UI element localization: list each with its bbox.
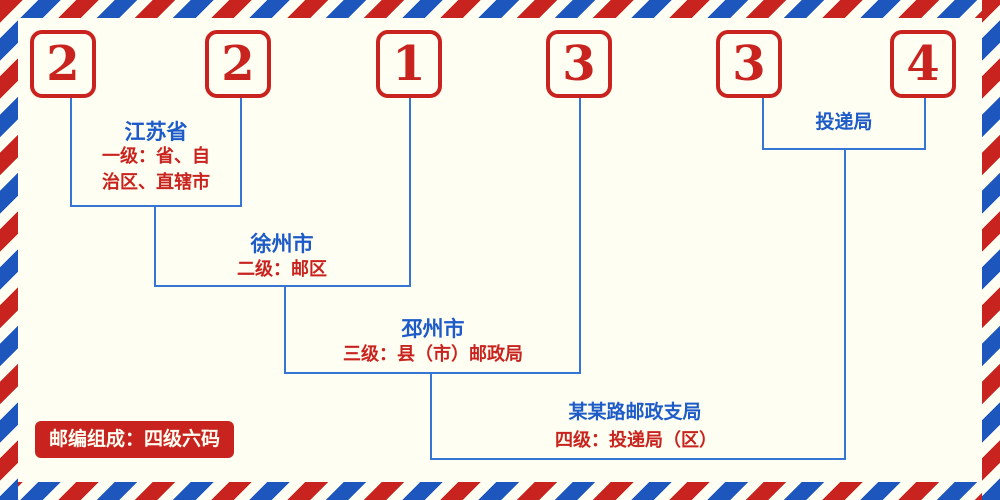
level4-place-label: 某某路邮政支局 — [568, 401, 702, 423]
digit-2: 2 — [221, 36, 255, 92]
digit-6: 4 — [906, 36, 940, 92]
level1-bracket-left-line — [70, 98, 72, 205]
level1-bracket-bottom-line — [70, 205, 242, 207]
delivery-bracket-right-line — [924, 98, 926, 148]
level3-bracket-left-line — [284, 285, 286, 372]
level4-bracket-bottom-line — [430, 458, 846, 460]
delivery-bracket-left-line — [762, 98, 764, 148]
level3-place-label: 邳州市 — [401, 317, 465, 341]
digit-box-4: 3 — [546, 30, 612, 98]
digit-1: 2 — [46, 36, 80, 92]
digit-3: 1 — [392, 36, 426, 92]
airmail-border-right — [982, 0, 1000, 500]
level4-bracket-right-line — [844, 148, 846, 458]
digit-5: 3 — [732, 36, 766, 92]
airmail-border-top — [0, 0, 1000, 18]
digit-box-2: 2 — [205, 30, 271, 98]
level2-desc-label: 二级：邮区 — [237, 259, 327, 280]
level2-bracket-bottom-line — [154, 285, 411, 287]
digit-box-5: 3 — [716, 30, 782, 98]
level1-desc-label: 一级：省、自 治区、直辖市 — [102, 146, 210, 194]
delivery-place-label: 投递局 — [815, 111, 873, 133]
airmail-border-bottom — [0, 482, 1000, 500]
airmail-border-left — [0, 0, 18, 500]
level3-bracket-bottom-line — [284, 372, 581, 374]
level2-bracket-left-line — [154, 205, 156, 285]
level3-desc-label: 三级：县（市）邮政局 — [343, 344, 523, 365]
level1-bracket-right-line — [240, 98, 242, 205]
digit-box-6: 4 — [890, 30, 956, 98]
level2-place-label: 徐州市 — [250, 232, 314, 256]
postal-code-composition-badge: 邮编组成：四级六码 — [35, 421, 235, 458]
level1-place-label: 江苏省 — [124, 120, 188, 144]
digit-box-3: 1 — [376, 30, 442, 98]
digit-box-1: 2 — [30, 30, 96, 98]
level4-desc-label: 四级：投递局（区） — [555, 430, 717, 451]
level4-bracket-left-line — [430, 372, 432, 458]
level2-bracket-right-line — [409, 98, 411, 285]
digit-4: 3 — [562, 36, 596, 92]
level3-bracket-right-line — [579, 98, 581, 372]
